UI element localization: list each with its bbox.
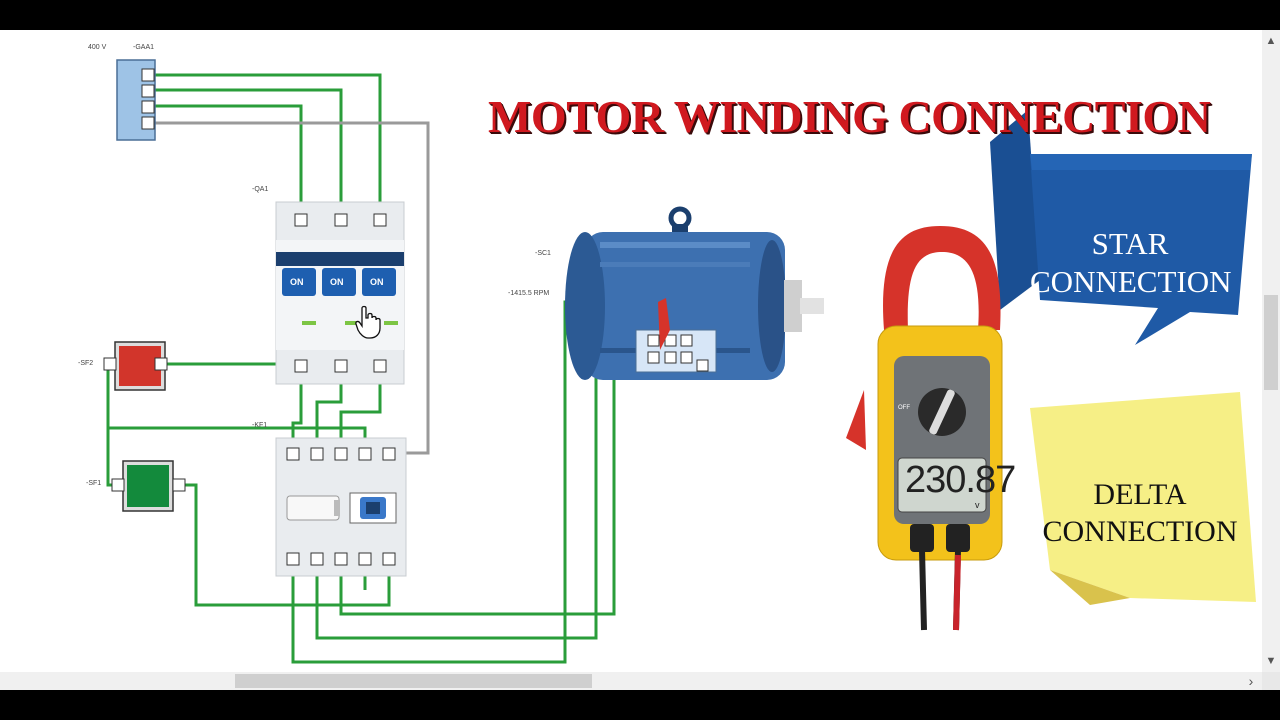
contactor-label: -KF1	[252, 422, 268, 429]
motor-speed-label: -1415.5 RPM	[508, 290, 550, 297]
stop-button-label: -SF2	[78, 360, 94, 367]
wire-neutral	[148, 121, 430, 455]
delta-line2: CONNECTION	[1042, 515, 1238, 548]
meter-unit: v	[975, 500, 980, 510]
circuit-diagram: ON ON ON	[103, 59, 1256, 664]
circuit-breaker[interactable]	[275, 201, 405, 385]
switch-3-label: ON	[370, 277, 384, 287]
wire-l1	[148, 73, 382, 218]
supply-block	[116, 59, 156, 141]
supply-label: -GAA1	[133, 44, 155, 51]
stop-button[interactable]	[103, 341, 168, 391]
switch-2-label: ON	[330, 277, 344, 287]
delta-note	[1030, 392, 1256, 605]
scroll-down-icon[interactable]: ▼	[1265, 655, 1277, 667]
breaker-label: -QA1	[252, 186, 269, 193]
wire-sf1	[182, 483, 391, 607]
meter-off-label: OFF	[898, 405, 910, 411]
hand-cursor-icon	[355, 305, 381, 339]
wire-l3	[148, 104, 303, 218]
scroll-up-icon[interactable]: ▲	[1265, 35, 1277, 47]
scroll-right-icon[interactable]: ›	[1248, 673, 1254, 689]
motor-label: -SC1	[535, 250, 551, 257]
star-line1: STAR	[1091, 226, 1169, 261]
page-title: MOTOR WINDING CONNECTION	[488, 91, 1211, 142]
motor	[565, 206, 824, 380]
switch-1-label: ON	[290, 277, 304, 287]
wire-qa-kf-1	[291, 366, 303, 450]
scroll-corner	[1262, 672, 1280, 690]
star-line2: CONNECTION	[1030, 264, 1232, 299]
wire-l2	[148, 88, 343, 218]
diagram-canvas: ON ON ON	[0, 30, 1262, 672]
supply-voltage-label: 400 V	[88, 44, 107, 51]
horizontal-scrollbar[interactable]: ›	[0, 672, 1262, 690]
clamp-meter	[846, 226, 1003, 631]
delta-line1: DELTA	[1093, 478, 1187, 511]
vertical-scroll-thumb[interactable]	[1264, 295, 1278, 390]
wire-qa-kf-3	[339, 366, 382, 450]
start-button[interactable]	[111, 460, 186, 512]
delta-connection-text: DELTA CONNECTION	[1040, 476, 1240, 550]
star-connection-text: STAR CONNECTION	[1030, 225, 1232, 301]
horizontal-scroll-thumb[interactable]	[235, 674, 592, 688]
meter-reading: 230.87	[905, 459, 1016, 501]
star-banner	[990, 110, 1252, 345]
start-button-label: -SF1	[86, 480, 102, 487]
contactor	[275, 437, 407, 577]
vertical-scrollbar[interactable]: ▲ ▼	[1262, 30, 1280, 672]
